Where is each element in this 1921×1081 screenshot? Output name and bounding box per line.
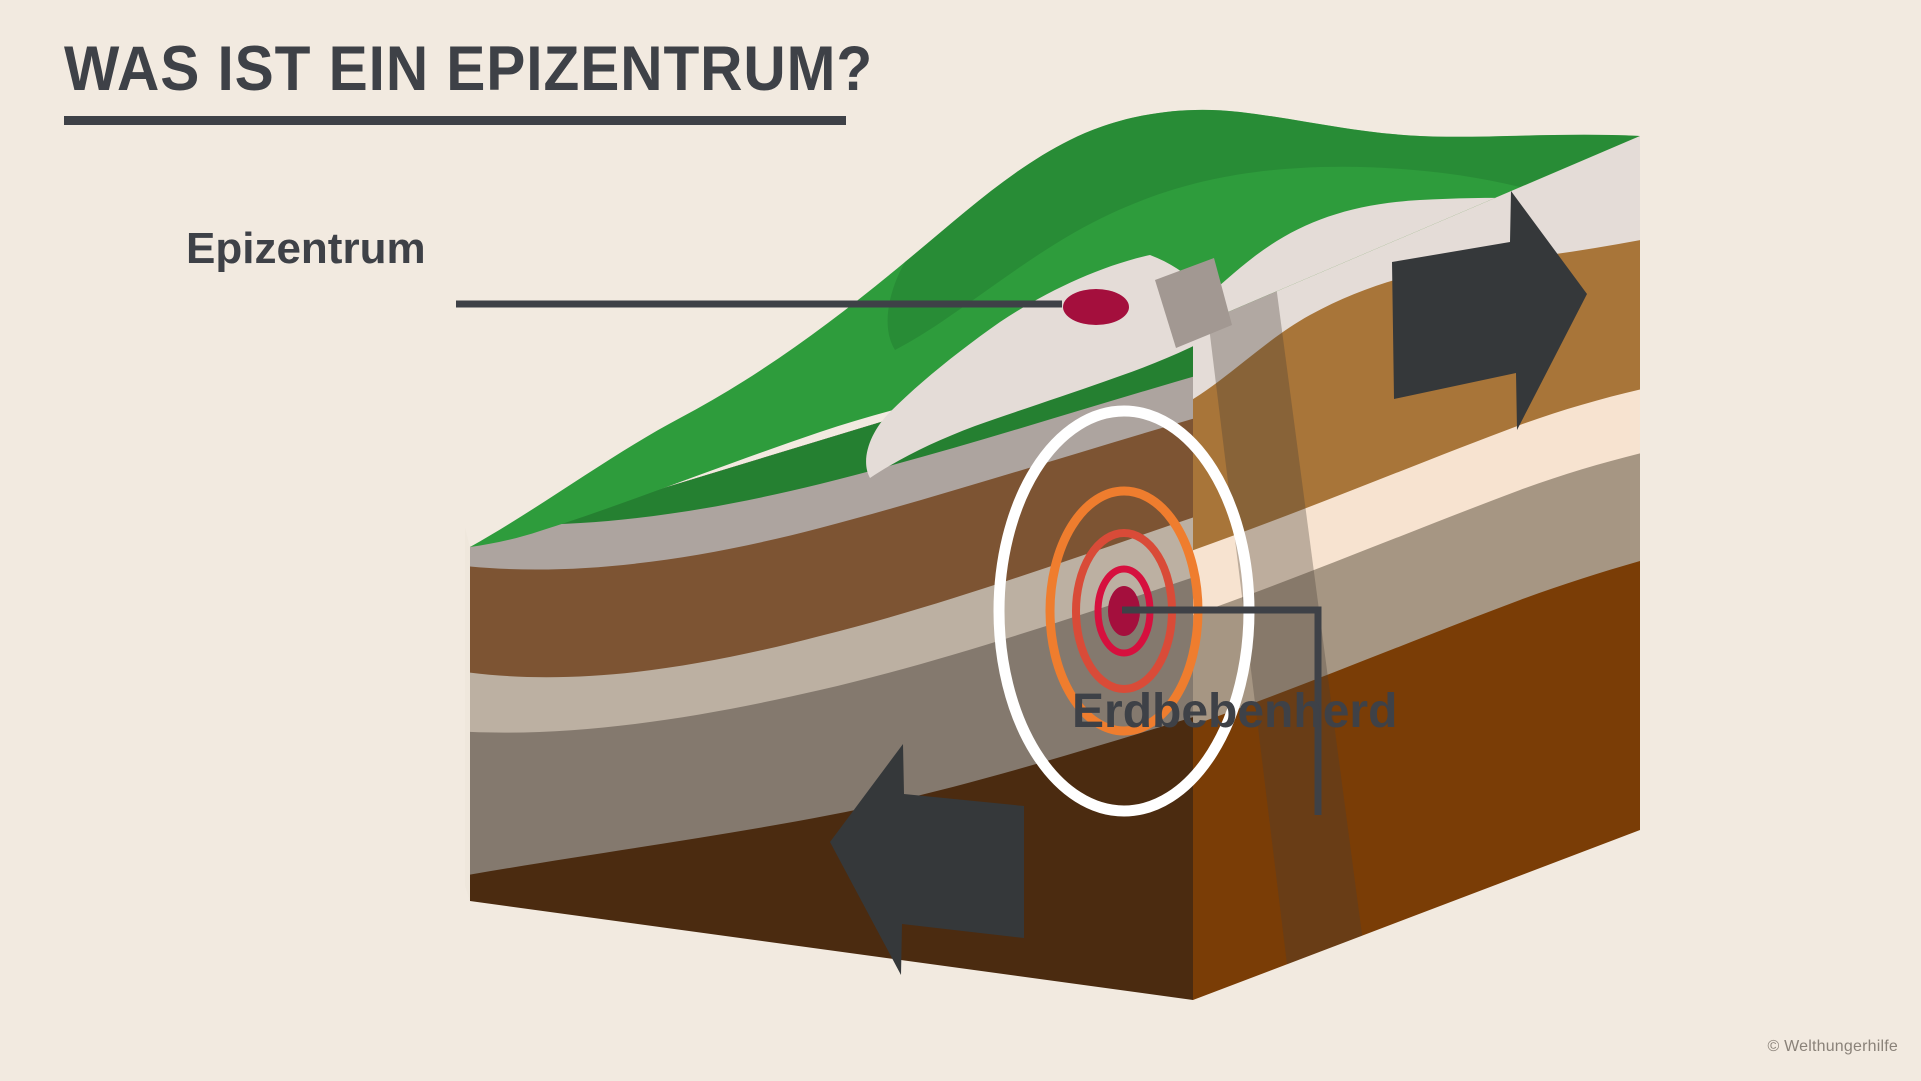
grass-ridge-shadow — [887, 109, 1640, 350]
epicenter-dot-icon — [1063, 289, 1129, 325]
page-title: WAS IST EIN EPIZENTRUM? — [64, 38, 934, 125]
label-erdbebenherd: Erdbebenherd — [1072, 685, 1398, 738]
fault-zone — [1199, 225, 1372, 1000]
fault-surface-trace — [1155, 258, 1232, 348]
soil-band-sweep — [866, 255, 1232, 478]
left-end-fill — [465, 527, 470, 901]
exposed-soil-band — [985, 136, 1640, 404]
hypocenter-leader-line — [1122, 606, 1322, 815]
block-left-end — [465, 527, 470, 901]
tectonic-arrow-left-icon — [830, 744, 1024, 975]
fault-plane-shading — [1199, 225, 1372, 1000]
copyright-credit: © Welthungerhilfe — [1767, 1038, 1898, 1055]
label-epizentrum: Epizentrum — [186, 224, 426, 273]
page-title-text: WAS IST EIN EPIZENTRUM? — [64, 34, 874, 104]
title-underline-rule — [64, 116, 846, 125]
tectonic-arrow-right-icon — [1392, 191, 1587, 430]
